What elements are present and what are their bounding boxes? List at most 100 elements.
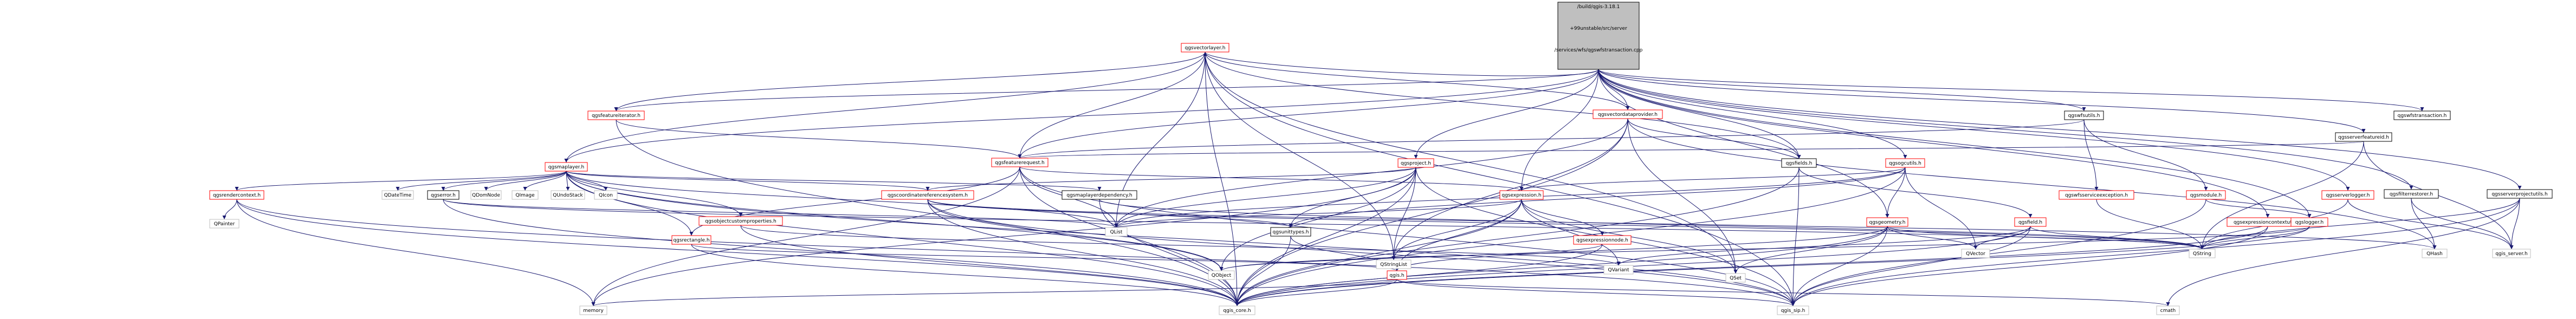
node-QStringList[interactable]: QStringList <box>1376 259 1412 269</box>
node-label: QDateTime <box>384 193 412 198</box>
node-label: qgsfeaturerequest.h <box>995 160 1044 166</box>
node-qgsproject[interactable]: qgsproject.h <box>1397 158 1434 168</box>
edge-qgslogger-to-qgis_core <box>1235 226 2310 307</box>
node-qgsmaplayer[interactable]: qgsmaplayer.h <box>545 162 588 172</box>
edge-root-to-qgsvectorlayer <box>1203 51 1599 76</box>
node-box <box>1219 305 1255 315</box>
node-box <box>2487 189 2553 199</box>
node-qgsserverfeatureid[interactable]: qgsserverfeatureid.h <box>2335 132 2392 142</box>
edge-qgsvectordataprovider-to-QStringList <box>1391 118 1628 261</box>
node-qgsfeaturerequest[interactable]: qgsfeaturerequest.h <box>991 158 1048 167</box>
node-label: qgis_sip.h <box>1781 308 1805 314</box>
node-QDateTime[interactable]: QDateTime <box>381 190 414 200</box>
node-QPainter[interactable]: QPainter <box>209 219 240 229</box>
node-qgsunittypes[interactable]: qgsunittypes.h <box>1270 227 1311 237</box>
node-QDomNode[interactable]: QDomNode <box>470 190 502 200</box>
edge-root-to-qgsserverprojectutils <box>1598 69 2522 190</box>
node-QObject[interactable]: QObject <box>1208 270 1235 280</box>
node-qgsmaplayerdependency[interactable]: qgsmaplayerdependency.h <box>1062 190 1137 200</box>
edge-root-to-qgsexpressioncontextutils <box>1598 69 2270 218</box>
node-label: qgsexpressionnode.h <box>1576 238 1628 243</box>
node-qgsmodule[interactable]: qgsmodule.h <box>2186 190 2226 200</box>
node-label: QPainter <box>214 222 235 227</box>
node-qgsfields[interactable]: qgsfields.h <box>1781 158 1817 168</box>
node-QVariant[interactable]: QVariant <box>1603 265 1634 275</box>
edge-qgswfsutils-to-qgswfsserviceexception <box>2083 119 2099 191</box>
node-qgsgeometry[interactable]: qgsgeometry.h <box>1866 217 1908 227</box>
edge-qgsmaplayer-to-QDateTime <box>396 171 567 191</box>
edge-qgsproject-to-QStringList <box>1391 167 1416 261</box>
node-qgsfeatureiterator[interactable]: qgsfeatureiterator.h <box>587 110 645 120</box>
node-QString[interactable]: QString <box>2189 249 2216 258</box>
node-QList[interactable]: QList <box>1105 227 1128 237</box>
node-label: qgsmaplayer.h <box>548 165 584 170</box>
node-qgswfsserviceexception[interactable]: qgswfsserviceexception.h <box>2059 190 2134 200</box>
node-box <box>1270 227 1311 237</box>
node-qgsserverlogger[interactable]: qgsserverlogger.h <box>2321 190 2374 200</box>
node-qgsrectangle[interactable]: qgsrectangle.h <box>671 235 711 245</box>
node-QVector[interactable]: QVector <box>1961 249 1990 258</box>
node-box <box>2335 132 2392 142</box>
edge-qgsrendercontext-to-qgis_sip <box>236 199 1795 307</box>
node-qgsexpressionnode[interactable]: qgsexpressionnode.h <box>1573 235 1632 245</box>
node-QUndoStack[interactable]: QUndoStack <box>551 190 585 200</box>
node-label: qgswfsutils.h <box>2068 113 2100 119</box>
edge-qgsserverprojectutils-to-qgis_sip <box>1791 198 2520 307</box>
node-QHash[interactable]: QHash <box>2422 249 2448 258</box>
node-label: qgsunittypes.h <box>1273 230 1309 235</box>
node-label: qgsmodule.h <box>2190 193 2222 198</box>
node-label: qgsexpression.h <box>1501 193 1541 198</box>
edge-root-to-qgswfsutils <box>1598 69 2086 112</box>
node-label: qgsrectangle.h <box>673 238 709 243</box>
node-qgsogcutils[interactable]: qgsogcutils.h <box>1885 158 1925 168</box>
node-QIcon[interactable]: QIcon <box>594 190 618 200</box>
edge-qgsmaplayer-to-QList <box>566 171 1118 228</box>
node-label: qgsserverprojectutils.h <box>2491 192 2547 197</box>
node-memory[interactable]: memory <box>579 305 607 315</box>
edge-qgscoordinatereferencesystem-to-QHash <box>927 199 2437 250</box>
node-label: qgsvectordataprovider.h <box>1598 112 1658 118</box>
edge-qgsvectorlayer-to-qgsfeaturerequest <box>1018 51 1206 159</box>
edge-qgswfsserviceexception-to-QString <box>2096 199 2204 250</box>
edge-qgsfeaturerequest-to-qgsexpression <box>1019 166 1524 191</box>
node-qgsfield[interactable]: qgsfield.h <box>2014 217 2047 227</box>
node-qgswfsutils[interactable]: qgswfsutils.h <box>2064 110 2104 120</box>
node-qgsobjectcustomproperties[interactable]: qgsobjectcustomproperties.h <box>698 216 783 226</box>
edge-root-to-qgsfeaturerequest <box>1018 69 1599 159</box>
node-qgsvectordataprovider[interactable]: qgsvectordataprovider.h <box>1593 109 1663 119</box>
node-qgsexpression[interactable]: qgsexpression.h <box>1499 190 1544 200</box>
node-cmath[interactable]: cmath <box>2156 305 2180 315</box>
node-qgis[interactable]: qgis.h <box>1387 270 1407 280</box>
node-QSet[interactable]: QSet <box>1725 273 1746 283</box>
node-box <box>1105 227 1128 237</box>
node-qgserror[interactable]: qgserror.h <box>427 190 459 200</box>
edge-qgsmaplayer-to-qgsrectangle <box>566 171 694 236</box>
node-label: qgsvectorlayer.h <box>1185 45 1226 51</box>
edge-qgsmaplayer-to-qgsmaplayerdependency <box>566 171 1102 191</box>
edge-qgsexpression-to-qgis_core <box>1235 199 1522 307</box>
node-label: QSet <box>1730 276 1742 281</box>
node-qgis_server[interactable]: qgis_server.h <box>2492 249 2531 258</box>
node-QImage[interactable]: QImage <box>512 190 539 200</box>
node-qgsrendercontext[interactable]: qgsrendercontext.h <box>209 190 264 200</box>
edge-qgsserverfeatureid-to-QString <box>2200 141 2364 250</box>
node-qgswfstransaction[interactable]: qgswfstransaction.h <box>2393 110 2451 120</box>
node-root[interactable]: /build/qgis-3.18.1+99unstable/src/server… <box>1555 2 1643 70</box>
node-qgslogger[interactable]: qgslogger.h <box>2290 217 2328 227</box>
node-label: QObject <box>1212 273 1232 278</box>
node-qgis_sip[interactable]: qgis_sip.h <box>1777 305 1809 315</box>
node-label: qgsfields.h <box>1786 161 1813 166</box>
node-label: /build/qgis-3.18.1 <box>1577 4 1620 10</box>
edge-qgsogcutils-to-qgsexpression <box>1519 167 1906 191</box>
node-qgis_core[interactable]: qgis_core.h <box>1219 305 1255 315</box>
node-box <box>2156 305 2180 315</box>
node-label: memory <box>583 308 604 314</box>
node-qgsvectorlayer[interactable]: qgsvectorlayer.h <box>1181 43 1229 53</box>
node-qgsserverprojectutils[interactable]: qgsserverprojectutils.h <box>2487 189 2553 199</box>
node-box <box>1593 109 1663 119</box>
node-qgscoordinatereferencesystem[interactable]: qgscoordinatereferencesystem.h <box>881 190 974 200</box>
node-qgsfilterrestorer[interactable]: qgsfilterrestorer.h <box>2384 189 2439 199</box>
node-label: qgscoordinatereferencesystem.h <box>888 193 968 198</box>
node-label: qgswfsserviceexception.h <box>2065 193 2128 198</box>
edge-root-to-qgsvectordataprovider <box>1598 69 1630 110</box>
